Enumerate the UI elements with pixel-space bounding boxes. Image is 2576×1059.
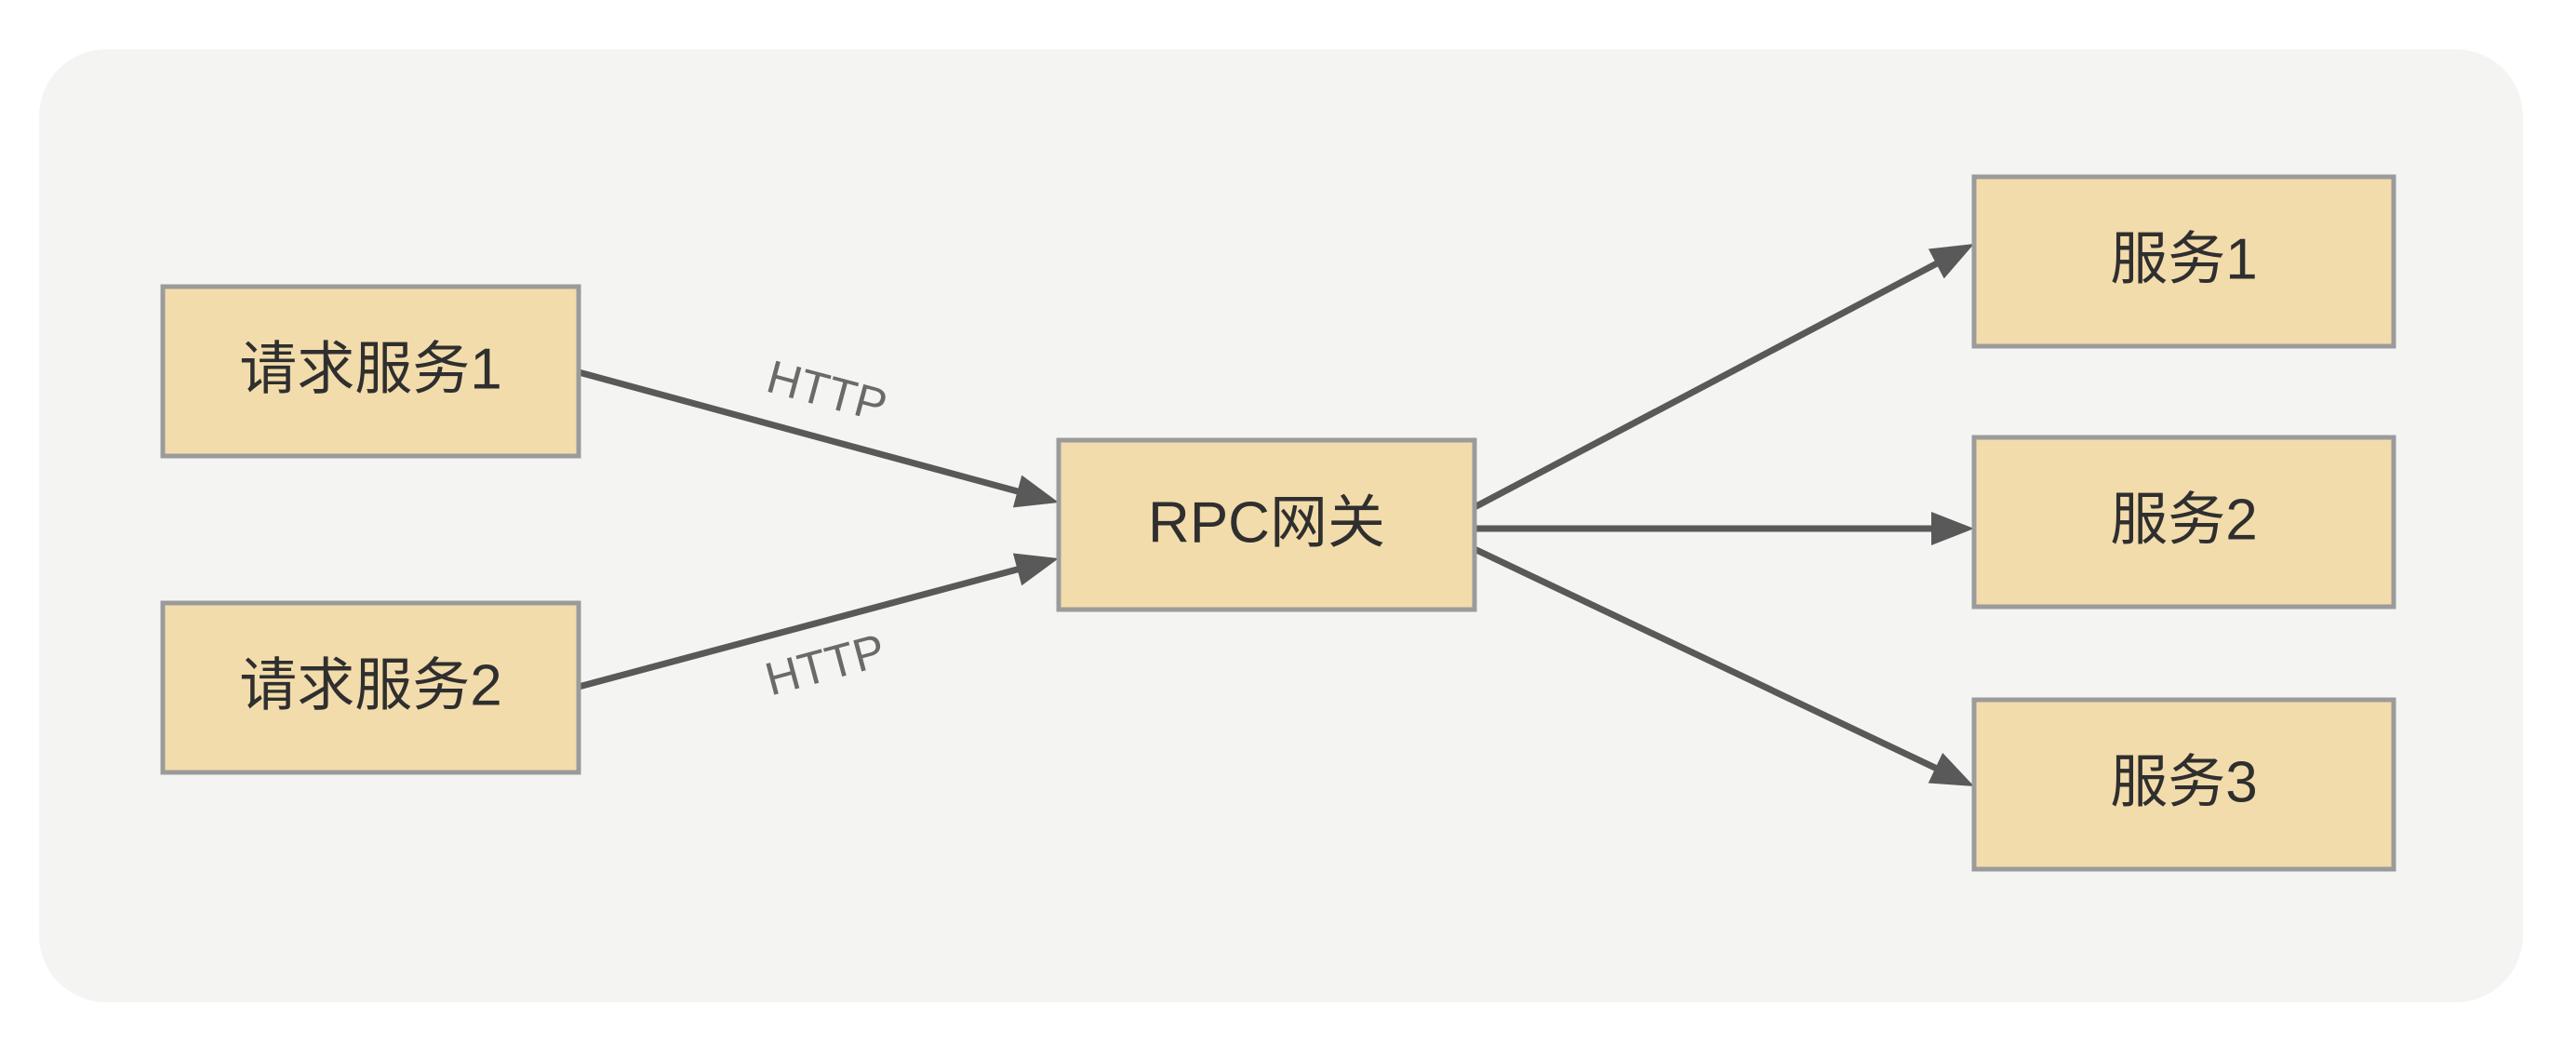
edge-gateway-to-service2	[1475, 512, 1974, 545]
node-label-service3: 服务3	[2110, 750, 2257, 814]
edge-arrowhead	[1931, 512, 1974, 545]
node-label-gateway: RPC网关	[1148, 490, 1385, 555]
edge-arrowhead	[1928, 244, 1974, 279]
node-service2[interactable]: 服务2	[1971, 435, 2396, 610]
node-service3[interactable]: 服务3	[1971, 697, 2396, 872]
edge-gateway-to-service1	[1473, 244, 1974, 511]
edge-line	[1473, 258, 1943, 511]
node-label-client1: 请求服务1	[239, 337, 501, 401]
node-box-service3[interactable]	[1971, 697, 2396, 872]
node-box-client2[interactable]	[160, 600, 581, 775]
node-box-service1[interactable]	[1971, 174, 2396, 349]
edge-arrowhead	[1012, 553, 1059, 586]
edge-client1-to-gateway	[578, 369, 1059, 508]
node-label-service1: 服务1	[2110, 227, 2257, 291]
edge-arrowhead	[1012, 475, 1059, 508]
node-box-client1[interactable]	[160, 284, 581, 459]
nodes-layer: 请求服务1 请求服务2 RPC网关 服务1 服务2 服务3	[160, 174, 2396, 872]
edges-layer	[578, 244, 1974, 786]
node-label-service2: 服务2	[2110, 488, 2257, 552]
edge-line	[1473, 545, 1942, 774]
edge-line	[578, 369, 1024, 496]
node-client1[interactable]: 请求服务1	[160, 284, 581, 459]
node-client2[interactable]: 请求服务2	[160, 600, 581, 775]
node-service1[interactable]: 服务1	[1971, 174, 2396, 349]
edge-gateway-to-service3	[1473, 545, 1974, 786]
node-label-client2: 请求服务2	[239, 653, 501, 717]
edge-line	[578, 564, 1024, 690]
edge-arrowhead	[1928, 753, 1974, 786]
edge-client2-to-gateway	[578, 553, 1059, 690]
node-box-gateway[interactable]	[1056, 437, 1477, 612]
node-box-service2[interactable]	[1971, 435, 2396, 610]
node-gateway[interactable]: RPC网关	[1056, 437, 1477, 612]
